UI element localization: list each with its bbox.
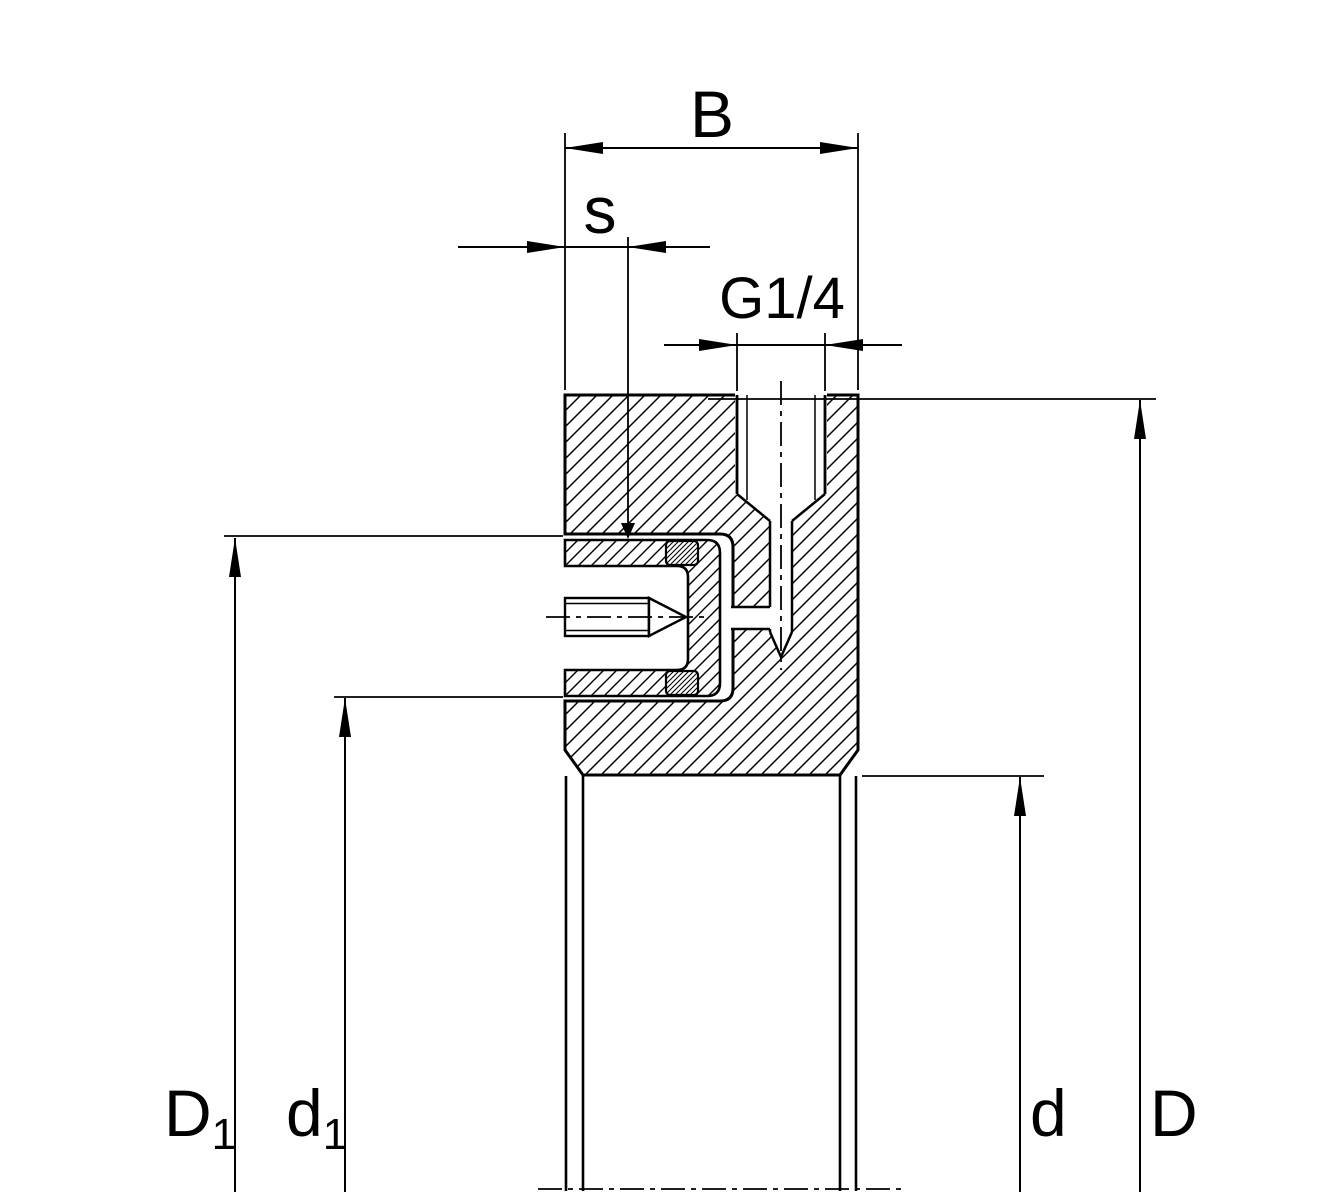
label-D: D: [1150, 1076, 1198, 1150]
dimension-s: s: [458, 173, 710, 539]
arrowhead: [565, 142, 603, 154]
arrowhead: [1134, 400, 1146, 439]
arrowhead: [229, 538, 241, 577]
arrowhead: [825, 339, 863, 351]
centerlines: [538, 381, 903, 1190]
dimension-d: d: [862, 775, 1067, 1192]
arrowhead: [527, 241, 565, 253]
cross-passage: [724, 607, 783, 629]
label-s: s: [584, 173, 617, 247]
dimension-D: D: [708, 398, 1198, 1192]
seal-top: [664, 539, 700, 567]
label-G14: G1/4: [719, 266, 845, 331]
seal-bottom: [664, 669, 700, 697]
arrowhead: [699, 339, 737, 351]
s-pointer: [621, 523, 635, 539]
piston-outline: [563, 538, 722, 698]
arrowhead: [1014, 777, 1026, 816]
piston: [563, 538, 722, 698]
dimension-B: B: [564, 77, 859, 390]
label-d1: d1: [286, 1076, 347, 1159]
dimension-d1: d1: [286, 696, 563, 1192]
label-D1: D1: [164, 1076, 236, 1159]
arrowhead: [339, 698, 351, 737]
label-B: B: [690, 77, 734, 151]
arrowhead: [628, 241, 666, 253]
dimension-G14: G1/4: [664, 266, 902, 391]
arrowhead: [820, 142, 858, 154]
label-d: d: [1030, 1076, 1067, 1150]
set-screw: [563, 596, 689, 638]
dimension-D1: D1: [164, 535, 563, 1192]
shaft-lines: [564, 776, 858, 1191]
